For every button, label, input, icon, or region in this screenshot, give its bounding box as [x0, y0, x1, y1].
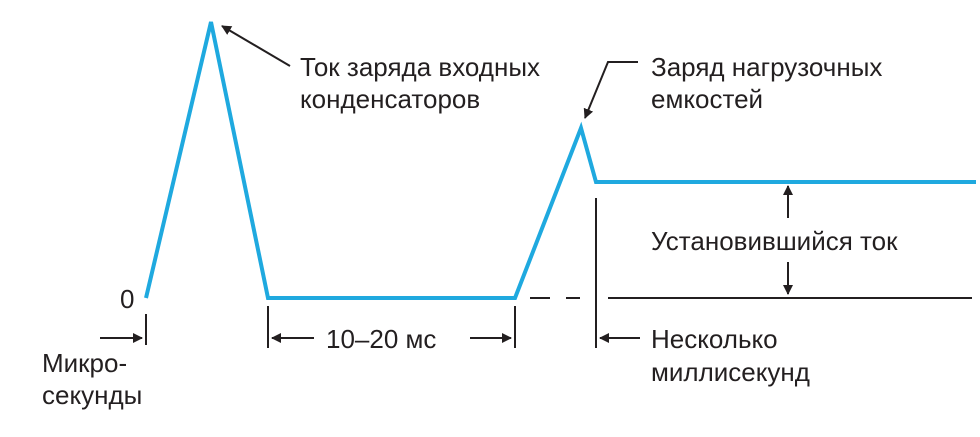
input-cap-label: Ток заряда входных конденсаторов: [300, 52, 547, 114]
load-cap-label-line-2: емкостей: [651, 84, 763, 114]
input-cap-label-line-1: Ток заряда входных: [300, 52, 540, 82]
zero-label: 0: [120, 284, 134, 314]
load-cap-label-line-1: Заряд нагрузочных: [651, 52, 882, 82]
load-cap-label: Заряд нагрузочных емкостей: [651, 52, 890, 114]
microseconds-label-line-1: Микро-: [42, 348, 127, 378]
microseconds-label: Микро- секунды: [42, 348, 142, 410]
milliseconds-label-line-1: Несколько: [651, 324, 778, 354]
input-cap-label-line-2: конденсаторов: [300, 84, 480, 114]
pointer-load-cap: [583, 61, 638, 119]
interval-label: 10–20 мс: [326, 324, 436, 354]
microseconds-label-line-2: секунды: [42, 380, 142, 410]
current-waveform: [144, 21, 976, 300]
pointer-input-cap: [221, 25, 291, 67]
milliseconds-label-line-2: миллисекунд: [651, 357, 810, 387]
steady-current-label: Установившийся ток: [651, 226, 898, 256]
milliseconds-label: Несколько миллисекунд: [651, 324, 810, 387]
